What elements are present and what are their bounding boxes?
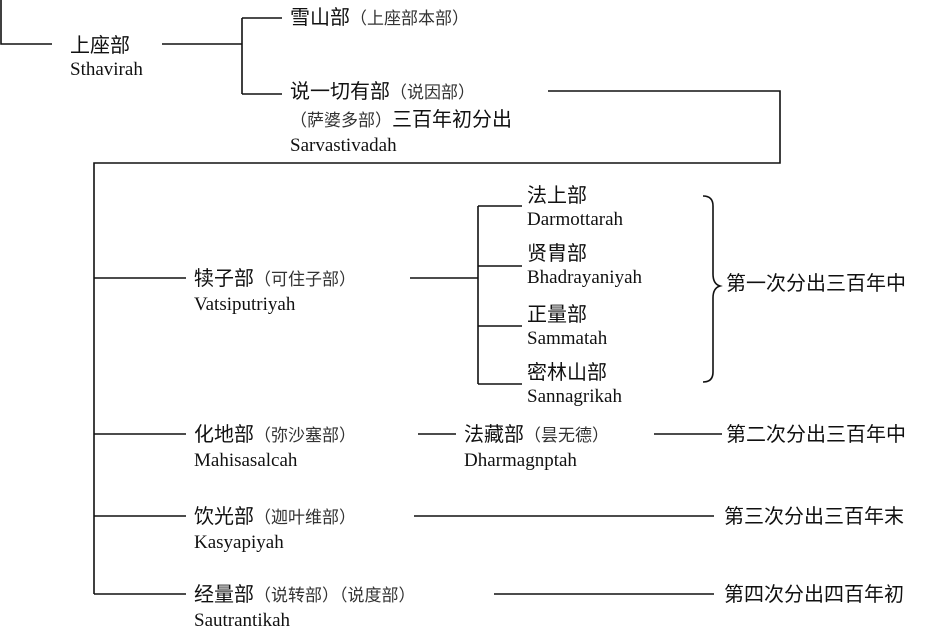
sautr-zh-label: 经量部 [194,582,254,606]
xueshan-alias: （上座部本部） [350,9,469,29]
child-3-en: Sammatah [527,328,608,349]
xueshan-node: 雪山部（上座部本部） [290,4,469,32]
root-node-sthavirah: 上座部 Sthavirah [70,32,143,82]
root-zh-label: 上座部 [70,33,130,57]
sautr-alias-2: （说度部） [339,586,416,606]
sautr-period-label: 第四次分出四百年初 [724,582,904,606]
brace-period-label: 第一次分出三百年中 [726,271,906,295]
dharma-alias: （昙无德） [524,426,609,446]
kasya-en-label: Kasyapiyah [194,532,284,553]
child-4-en: Sannagrikah [527,386,622,407]
sarva-alias-1: （说因部） [390,83,475,103]
sarva-loop-line [93,90,781,594]
xueshan-zh-label: 雪山部 [290,5,350,29]
child-node-4: 密林山部 Sannagrikah [527,359,622,409]
child-2-en: Bhadrayaniyah [527,267,643,288]
vatsiputriya-node: 犊子部（可住子部） Vatsiputriyah [194,265,356,317]
child-node-2: 贤胄部 Bhadrayaniyah [527,240,642,290]
root-en-label: Sthavirah [70,59,143,80]
kasya-alias: （迦叶维部） [254,508,356,528]
sarva-en-label: Sarvastivadah [290,135,397,156]
kasya-zh-label: 饮光部 [194,504,254,528]
vatsi-alias: （可住子部） [254,270,356,290]
child-4-zh: 密林山部 [527,360,607,384]
mahi-period-label: 第二次分出三百年中 [726,422,906,446]
kasyapiya-node: 饮光部（迦叶维部） Kasyapiyah [194,503,356,555]
vatsi-en-label: Vatsiputriyah [194,294,296,315]
child-1-zh: 法上部 [527,183,587,207]
sautr-en-label: Sautrantikah [194,610,291,631]
dharma-en-label: Dharmagnptah [464,450,577,471]
child-1-en: Darmottarah [527,209,624,230]
mahi-zh-label: 化地部 [194,422,254,446]
sarva-period: 三百年初分出 [392,107,512,131]
child-node-3: 正量部 Sammatah [527,301,607,351]
sarva-zh-label: 说一切有部 [290,79,390,103]
vatsi-zh-label: 犊子部 [194,266,254,290]
root-incoming-line [0,0,52,45]
sautr-alias-1: （说转部） [254,586,339,606]
dharma-zh-label: 法藏部 [464,422,524,446]
mahisasaka-node: 化地部（弥沙塞部） Mahisasalcah [194,421,356,473]
child-2-zh: 贤胄部 [527,241,587,265]
kasya-period-label: 第三次分出三百年末 [724,504,904,528]
dharmaguptaka-node: 法藏部（昙无德） Dharmagnptah [464,421,609,473]
sarvastivada-node: 说一切有部（说因部） （萨婆多部）三百年初分出 Sarvastivadah [290,78,512,158]
child-3-zh: 正量部 [527,302,587,326]
right-brace [702,195,723,383]
mahi-alias: （弥沙塞部） [254,426,356,446]
child-node-1: 法上部 Darmottarah [527,182,623,232]
sautrantika-node: 经量部（说转部）（说度部） Sautrantikah [194,581,416,633]
mahi-en-label: Mahisasalcah [194,450,298,471]
sarva-alias-2: （萨婆多部） [290,111,392,131]
